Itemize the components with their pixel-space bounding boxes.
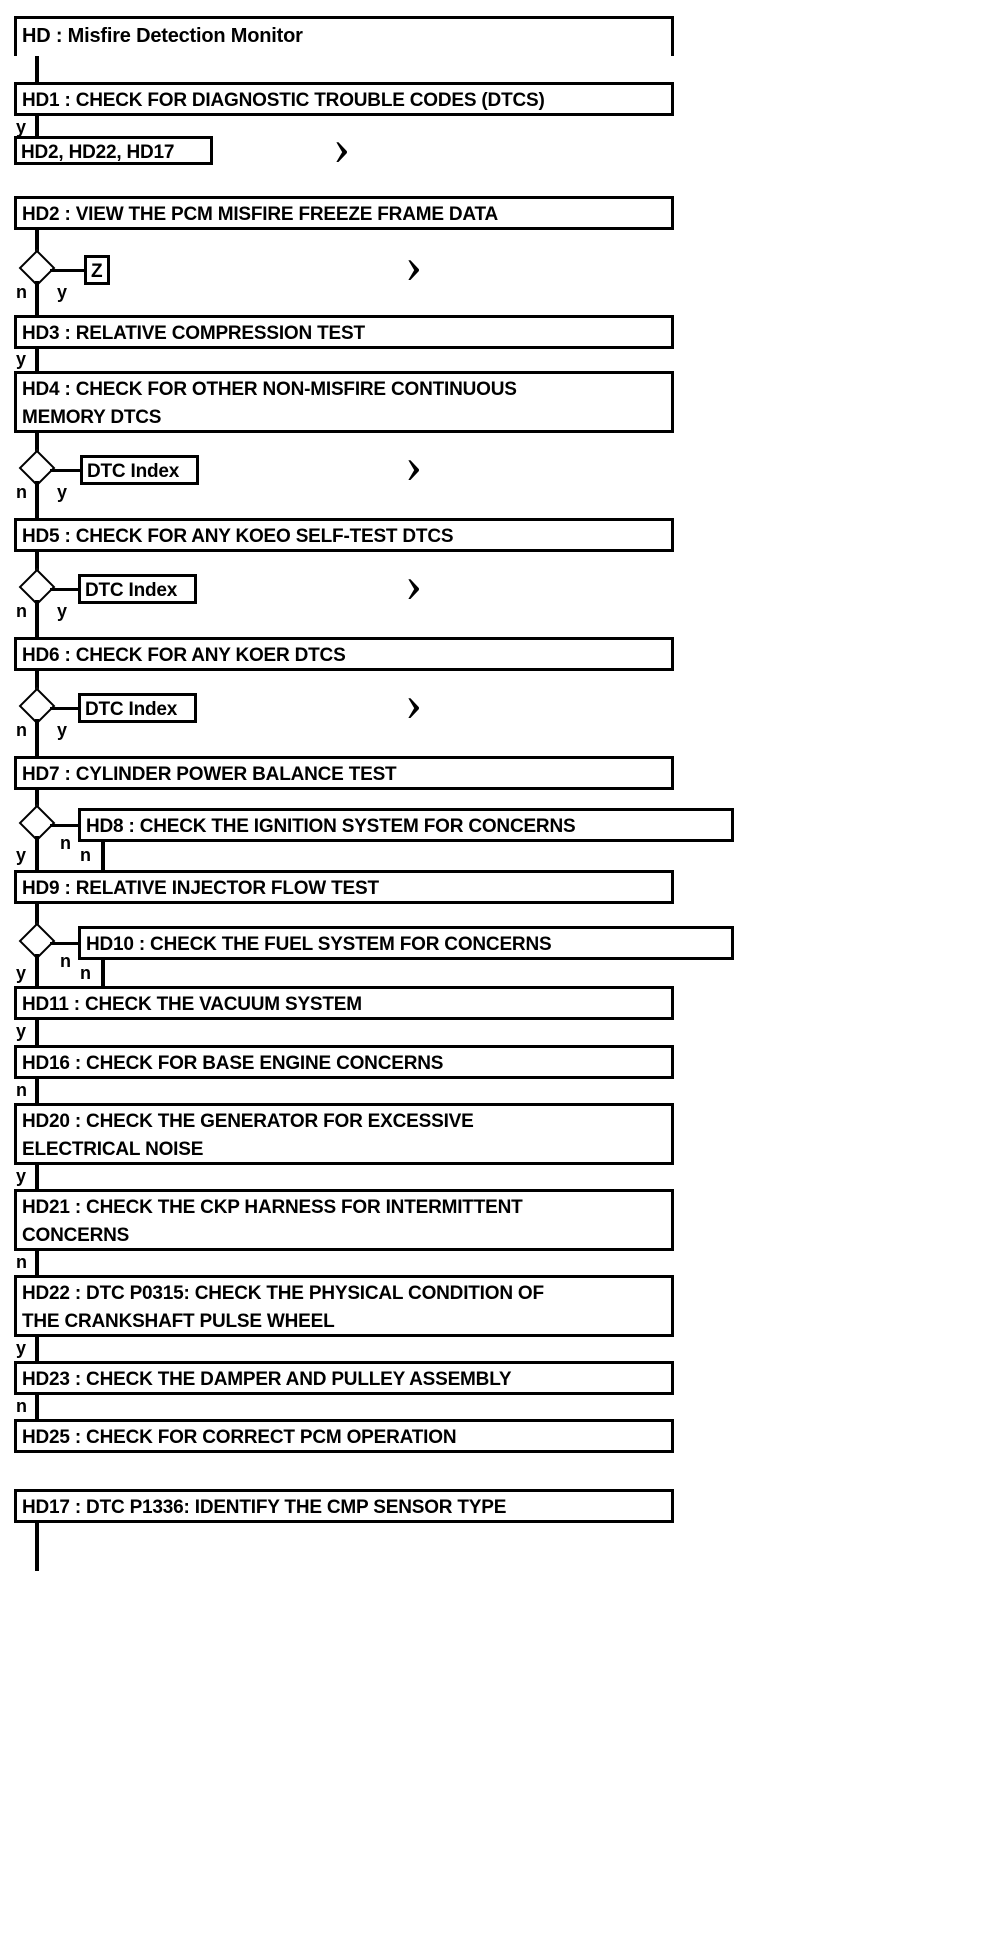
- offpage-chevron-icon-1: ›: [333, 119, 351, 176]
- edge-label-hd11-yes: y: [16, 1021, 27, 1041]
- edge-label-hd21-no: n: [16, 1252, 27, 1272]
- connector-decision-hd2-yes: [50, 269, 86, 272]
- connector-hd17-continues: [35, 1523, 39, 1571]
- connector-hd16-to-hd20: [35, 1079, 39, 1103]
- edge-label-hd5-no: n: [16, 601, 27, 621]
- connector-hd8-no: [101, 842, 105, 872]
- connector-hd6-no-to-hd7: [35, 719, 39, 756]
- edge-label-hd10-no: n: [80, 963, 91, 983]
- offpage-chevron-icon-4: ›: [405, 556, 423, 613]
- ref-box-z[interactable]: Z: [84, 255, 110, 285]
- edge-label-hd4-no: n: [16, 482, 27, 502]
- connector-hd11-to-hd16: [35, 1020, 39, 1045]
- connector-title-to-hd1: [35, 56, 39, 82]
- node-hd16[interactable]: HD16 : CHECK FOR BASE ENGINE CONCERNS: [14, 1045, 674, 1079]
- connector-hd22-to-hd23: [35, 1337, 39, 1361]
- node-hd11[interactable]: HD11 : CHECK THE VACUUM SYSTEM: [14, 986, 674, 1020]
- edge-label-hd7-no: n: [60, 833, 71, 853]
- connector-hd4-no-to-hd5: [35, 481, 39, 518]
- offpage-chevron-icon-2: ›: [405, 237, 423, 294]
- diagram-title: HD : Misfire Detection Monitor: [14, 16, 674, 56]
- node-hd6[interactable]: HD6 : CHECK FOR ANY KOER DTCS: [14, 637, 674, 671]
- connector-hd9-yes-to-hd11: [35, 954, 39, 988]
- connector-hd7-yes-to-hd9: [35, 836, 39, 872]
- node-hd17[interactable]: HD17 : DTC P1336: IDENTIFY THE CMP SENSO…: [14, 1489, 674, 1523]
- ref-box-hd-list[interactable]: HD2, HD22, HD17: [14, 136, 213, 165]
- connector-hd10-no: [101, 960, 105, 988]
- edge-label-hd5-yes: y: [57, 601, 68, 621]
- edge-label-hd8-no: n: [80, 845, 91, 865]
- connector-decision-hd6-yes: [50, 707, 80, 710]
- edge-label-hd6-no: n: [16, 720, 27, 740]
- node-hd4[interactable]: HD4 : CHECK FOR OTHER NON-MISFIRE CONTIN…: [14, 371, 674, 433]
- connector-hd9-to-decision: [35, 904, 39, 930]
- edge-label-hd22-yes: y: [16, 1338, 27, 1358]
- offpage-chevron-icon-3: ›: [405, 437, 423, 494]
- node-hd21[interactable]: HD21 : CHECK THE CKP HARNESS FOR INTERMI…: [14, 1189, 674, 1251]
- node-hd3[interactable]: HD3 : RELATIVE COMPRESSION TEST: [14, 315, 674, 349]
- connector-hd2-to-decision: [35, 230, 39, 259]
- offpage-chevron-icon-5: ›: [405, 675, 423, 732]
- connector-decision-hd4-yes: [50, 469, 82, 472]
- connector-decision-hd5-yes: [50, 588, 80, 591]
- connector-decision-hd7-no: [50, 824, 80, 827]
- edge-label-hd6-yes: y: [57, 720, 68, 740]
- connector-hd3-to-hd4: [35, 349, 39, 371]
- connector-hd23-to-hd25: [35, 1395, 39, 1419]
- edge-label-hd23-no: n: [16, 1396, 27, 1416]
- ref-box-dtc-index-2[interactable]: DTC Index: [78, 574, 197, 604]
- connector-hd5-to-decision: [35, 552, 39, 577]
- edge-label-hd16-no: n: [16, 1080, 27, 1100]
- edge-label-hd7-yes: y: [16, 845, 27, 865]
- edge-label-hd20-yes: y: [16, 1166, 27, 1186]
- connector-hd20-to-hd21: [35, 1165, 39, 1189]
- node-hd8[interactable]: HD8 : CHECK THE IGNITION SYSTEM FOR CONC…: [78, 808, 734, 842]
- connector-hd21-to-hd22: [35, 1251, 39, 1275]
- connector-hd2-no-to-hd3: [35, 281, 39, 315]
- edge-label-hd3-yes: y: [16, 349, 27, 369]
- connector-hd7-to-decision: [35, 790, 39, 812]
- edge-label-hd2-yes: y: [57, 282, 68, 302]
- node-hd9[interactable]: HD9 : RELATIVE INJECTOR FLOW TEST: [14, 870, 674, 904]
- node-hd22[interactable]: HD22 : DTC P0315: CHECK THE PHYSICAL CON…: [14, 1275, 674, 1337]
- edge-label-hd2-no: n: [16, 282, 27, 302]
- node-hd2[interactable]: HD2 : VIEW THE PCM MISFIRE FREEZE FRAME …: [14, 196, 674, 230]
- edge-label-hd9-yes: y: [16, 963, 27, 983]
- connector-decision-hd9-no: [50, 942, 80, 945]
- node-hd23[interactable]: HD23 : CHECK THE DAMPER AND PULLEY ASSEM…: [14, 1361, 674, 1395]
- ref-box-dtc-index-3[interactable]: DTC Index: [78, 693, 197, 723]
- node-hd25[interactable]: HD25 : CHECK FOR CORRECT PCM OPERATION: [14, 1419, 674, 1453]
- edge-label-hd1-yes: y: [16, 117, 27, 137]
- connector-hd6-to-decision: [35, 671, 39, 696]
- node-hd1[interactable]: HD1 : CHECK FOR DIAGNOSTIC TROUBLE CODES…: [14, 82, 674, 116]
- connector-hd5-no-to-hd6: [35, 600, 39, 637]
- node-hd10[interactable]: HD10 : CHECK THE FUEL SYSTEM FOR CONCERN…: [78, 926, 734, 960]
- edge-label-hd9-no: n: [60, 951, 71, 971]
- node-hd7[interactable]: HD7 : CYLINDER POWER BALANCE TEST: [14, 756, 674, 790]
- connector-hd1-to-ref: [35, 116, 39, 138]
- node-hd5[interactable]: HD5 : CHECK FOR ANY KOEO SELF-TEST DTCS: [14, 518, 674, 552]
- node-hd20[interactable]: HD20 : CHECK THE GENERATOR FOR EXCESSIVE…: [14, 1103, 674, 1165]
- connector-hd4-to-decision: [35, 433, 39, 458]
- ref-box-dtc-index-1[interactable]: DTC Index: [80, 455, 199, 485]
- edge-label-hd4-yes: y: [57, 482, 68, 502]
